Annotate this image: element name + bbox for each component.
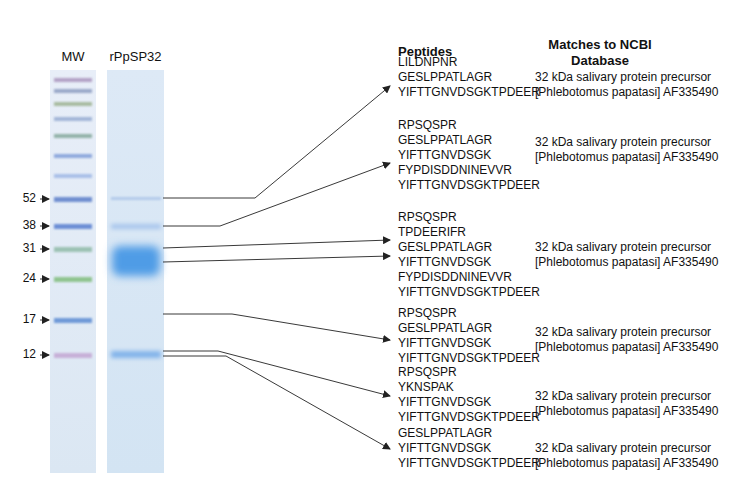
- peptide-sequence: YIFTTGNVDSGK: [398, 441, 491, 456]
- marker-arrow: [40, 279, 49, 280]
- lane-label: rPpSP32: [109, 49, 161, 65]
- peptide-sequence: YIFTTGNVDSGKTPDEER: [398, 85, 540, 100]
- peptide-sequence: GESLPPATLAGR: [398, 70, 492, 85]
- ladder-band: [54, 277, 92, 282]
- ladder-band: [54, 134, 92, 138]
- ladder-band: [54, 154, 92, 158]
- ladder-band: [54, 247, 92, 252]
- leader-line: [163, 240, 390, 248]
- gel-lane-ground: [50, 70, 96, 473]
- column-header: Matches to NCBI Database: [530, 37, 670, 69]
- peptide-sequence: YIFTTGNVDSGK: [398, 148, 491, 163]
- database-match: 32 kDa salivary protein precursor [Phleb…: [535, 135, 735, 165]
- peptide-sequence: RPSQSPR: [398, 118, 457, 133]
- protein-band: [111, 224, 161, 229]
- protein-band: [111, 351, 161, 358]
- peptide-sequence: YIFTTGNVDSGK: [398, 255, 491, 270]
- marker-arrow: [40, 226, 49, 227]
- ladder-band: [54, 78, 92, 82]
- peptide-sequence: GESLPPATLAGR: [398, 321, 492, 336]
- peptide-sequence: FYPDISDDNINEVVR: [398, 163, 512, 178]
- leader-line: [163, 356, 390, 449]
- marker-arrow: [40, 355, 49, 356]
- peptide-sequence: GESLPPATLAGR: [398, 426, 492, 441]
- marker-size: 52: [0, 191, 36, 206]
- ladder-band: [54, 224, 92, 229]
- peptide-sequence: YIFTTGNVDSGKTPDEER: [398, 456, 540, 471]
- peptide-sequence: RPSQSPR: [398, 210, 457, 225]
- database-match: 32 kDa salivary protein precursor [Phleb…: [535, 389, 735, 419]
- peptide-sequence: GESLPPATLAGR: [398, 133, 492, 148]
- gel-lane: MW: [50, 70, 96, 473]
- marker-arrow: [40, 249, 49, 250]
- peptide-sequence: YKNSPAK: [398, 380, 454, 395]
- leader-line: [163, 86, 390, 198]
- ladder-band: [54, 353, 92, 358]
- peptide-sequence: YIFTTGNVDSGK: [398, 395, 491, 410]
- peptide-sequence: FYPDISDDNINEVVR: [398, 270, 512, 285]
- peptide-sequence: YIFTTGNVDSGK: [398, 336, 491, 351]
- peptide-sequence: YIFTTGNVDSGKTPDEER: [398, 285, 540, 300]
- marker-size: 31: [0, 241, 36, 256]
- peptide-sequence: TPDEERIFR: [398, 225, 466, 240]
- leader-line: [163, 351, 390, 396]
- protein-band: [111, 197, 161, 200]
- marker-size: 17: [0, 312, 36, 327]
- peptide-sequence: YIFTTGNVDSGKTPDEER: [398, 351, 540, 366]
- marker-size: 38: [0, 218, 36, 233]
- peptide-sequence: RPSQSPR: [398, 306, 457, 321]
- marker-arrow: [40, 199, 49, 200]
- peptide-sequence: LILDNPNR: [398, 55, 457, 70]
- peptide-sequence: RPSQSPR: [398, 365, 457, 380]
- database-match: 32 kDa salivary protein precursor [Phleb…: [535, 325, 735, 355]
- marker-size: 12: [0, 347, 36, 362]
- ladder-band: [54, 89, 92, 93]
- peptide-sequence: YIFTTGNVDSGKTPDEER: [398, 178, 540, 193]
- ladder-band: [54, 318, 92, 323]
- gel-lane: rPpSP32: [107, 70, 164, 473]
- database-match: 32 kDa salivary protein precursor [Phleb…: [535, 70, 735, 100]
- database-match: 32 kDa salivary protein precursor [Phleb…: [535, 441, 735, 471]
- leader-line: [163, 256, 390, 262]
- peptide-sequence: YIFTTGNVDSGKTPDEER: [398, 410, 540, 425]
- lane-label: MW: [61, 49, 84, 65]
- gel-lane-ground: [107, 70, 164, 473]
- protein-band: [112, 246, 160, 276]
- marker-size: 24: [0, 271, 36, 286]
- ladder-band: [54, 197, 92, 202]
- ladder-band: [54, 117, 92, 121]
- leader-line: [163, 163, 390, 226]
- peptide-sequence: GESLPPATLAGR: [398, 240, 492, 255]
- marker-arrow: [40, 320, 49, 321]
- leader-line: [163, 314, 390, 340]
- ladder-band: [54, 174, 92, 178]
- ladder-band: [54, 102, 92, 106]
- database-match: 32 kDa salivary protein precursor [Phleb…: [535, 240, 735, 270]
